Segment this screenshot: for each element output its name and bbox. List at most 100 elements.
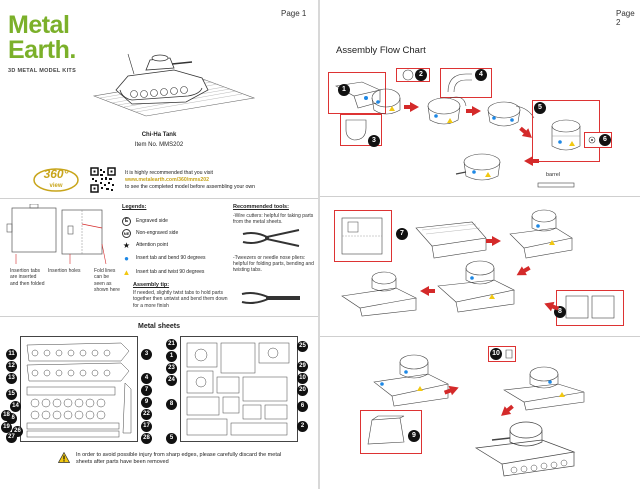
sheet-part-number: 13 <box>6 373 17 384</box>
tool-needle-nose-pliers: -Tweezers or needle nose pliers: helpful… <box>233 254 314 274</box>
qr-code <box>90 167 116 193</box>
turret-assembly-drawing <box>427 96 467 125</box>
sheet-part-number: 26 <box>12 426 23 437</box>
brand-logo-line1: Metal <box>8 11 70 39</box>
legend: Legends: E Engraved side NE Non-engraved… <box>122 204 232 279</box>
barrel-label: barrel <box>546 172 561 178</box>
page-number: Page 1 <box>281 9 307 18</box>
step-6-part-drawing <box>588 136 596 144</box>
blue-dot-icon: ● <box>124 253 129 263</box>
legend-item-label: Non-engraved side <box>136 230 179 236</box>
sheet-part-number: 24 <box>166 375 177 386</box>
metal-sheets-title: Metal sheets <box>137 323 181 330</box>
tool-wire-cutters: -Wire cutters: helpful for taking parts … <box>233 213 314 226</box>
section-divider <box>0 198 318 199</box>
step-4-box <box>440 68 492 98</box>
hull-assembly-drawing <box>437 260 515 313</box>
view-360-ring-icon <box>33 168 79 192</box>
brand-tagline: 3D METAL MODEL KITS <box>8 68 77 74</box>
sheet-part-number: 19 <box>1 422 12 433</box>
assembly-flow-title: Assembly Flow Chart <box>336 45 426 56</box>
view-360-number: 360° <box>43 167 69 181</box>
legend-item: NE Non-engraved side <box>122 227 232 239</box>
label-insertion-tabs: Insertion tabs are inserted and then fol… <box>10 268 45 287</box>
sheet-part-number: 20 <box>297 385 308 396</box>
page-number: Page 2 <box>616 9 635 27</box>
sheet-part-number: 16 <box>6 413 17 424</box>
promo-url-link[interactable]: www.metalearth.com/360/mms202 <box>125 177 210 184</box>
sheet-part-number: 21 <box>166 339 177 350</box>
completed-tank-drawing <box>474 421 576 477</box>
sheet-part-number: 1 <box>166 351 177 362</box>
step-number: 10 <box>490 348 502 360</box>
brand-logo-line2: Earth. <box>8 36 76 64</box>
yellow-triangle-icon: ▲ <box>122 267 131 277</box>
instruction-page-1: Page 1 Metal Earth. 3D METAL MODEL KITS … <box>0 0 318 489</box>
wire-cutters-icon <box>242 228 300 247</box>
step-7-box <box>334 210 392 262</box>
step-number: 1 <box>338 84 350 96</box>
sheet-part-number: 15 <box>6 389 17 400</box>
step-number: 5 <box>534 102 546 114</box>
section-divider <box>320 196 640 197</box>
sheet-part-number: 25 <box>297 341 308 352</box>
label-insertion-holes: Insertion holes <box>48 268 81 274</box>
step-9-box <box>360 410 422 454</box>
step-number: 7 <box>396 228 408 240</box>
sheet-part-number: 8 <box>166 399 177 410</box>
item-number: Item No. MMS202 <box>134 142 184 148</box>
step-2-box <box>396 68 430 82</box>
sheet-part-number: 22 <box>141 409 152 420</box>
flow-arrow <box>420 286 429 296</box>
legend-item-label: Insert tab and twist 90 degrees <box>136 269 205 275</box>
legend-item-label: Engraved side <box>136 218 168 224</box>
legend-title: Legends: <box>122 204 147 210</box>
section-divider <box>0 316 318 317</box>
sheet-part-number: 5 <box>166 433 177 444</box>
flow-arrow <box>466 106 481 116</box>
sheet-part-number: 3 <box>141 349 152 360</box>
step-8-part-drawing <box>565 295 615 319</box>
sheet-part-number: 18 <box>1 410 12 421</box>
tools-title: Recommended tools: <box>233 204 289 210</box>
sheet-part-number: 11 <box>6 349 17 360</box>
step-9-part-drawing <box>367 415 405 445</box>
promo-text: It is highly recommended that you visit … <box>125 170 315 191</box>
promo-line-3: to see the completed model before assemb… <box>125 184 256 191</box>
sheet-part-number: 9 <box>141 397 152 408</box>
flow-arrow <box>524 156 533 166</box>
sheet-part-number: 4 <box>141 373 152 384</box>
step-1-2-assembly-drawing <box>371 88 401 115</box>
engraved-side-icon: E <box>122 216 131 226</box>
step-3-part-drawing <box>345 119 367 141</box>
assembly-tip-text: If needed, slightly twist tabs to hold p… <box>133 290 228 309</box>
recommended-tools: Recommended tools: -Wire cutters: helpfu… <box>233 204 315 273</box>
step-10-box <box>488 346 516 362</box>
step-5-box <box>532 100 600 162</box>
sheet-part-number: 10 <box>297 373 308 384</box>
flow-arrow <box>486 236 501 246</box>
label-fold-lines: Fold lines can be seen as shown here <box>94 268 120 293</box>
metal-sheet-b <box>180 336 298 442</box>
turret-with-barrel-drawing <box>455 153 501 181</box>
step-number: 3 <box>368 135 380 147</box>
view-360-word: view <box>49 183 63 189</box>
fold-diagram <box>6 203 118 266</box>
step-number: 6 <box>599 134 611 146</box>
view-360-badge: 360° view <box>32 164 80 194</box>
flow-arrow <box>542 298 555 312</box>
sheet-part-number: 23 <box>166 363 177 374</box>
metal-sheet-a-parts <box>26 342 132 438</box>
model-name: Chi-Ha Tank <box>141 132 177 138</box>
sheet-part-number: 17 <box>141 421 152 432</box>
assembly-tip: Assembly tip: If needed, slightly twist … <box>133 282 229 309</box>
warning-triangle-icon <box>58 452 70 463</box>
attention-star-icon: ★ <box>122 240 131 250</box>
metal-sheet-b-parts <box>186 342 290 436</box>
step-7-part-drawing <box>341 217 383 255</box>
tank-with-tracks-drawing <box>503 366 585 411</box>
page-gutter <box>318 0 320 489</box>
sheet-part-number: 7 <box>141 385 152 396</box>
legend-item: E Engraved side <box>122 215 232 227</box>
instruction-page-2: Page 2 Assembly Flow Chart 1 2 3 4 <box>320 0 640 489</box>
